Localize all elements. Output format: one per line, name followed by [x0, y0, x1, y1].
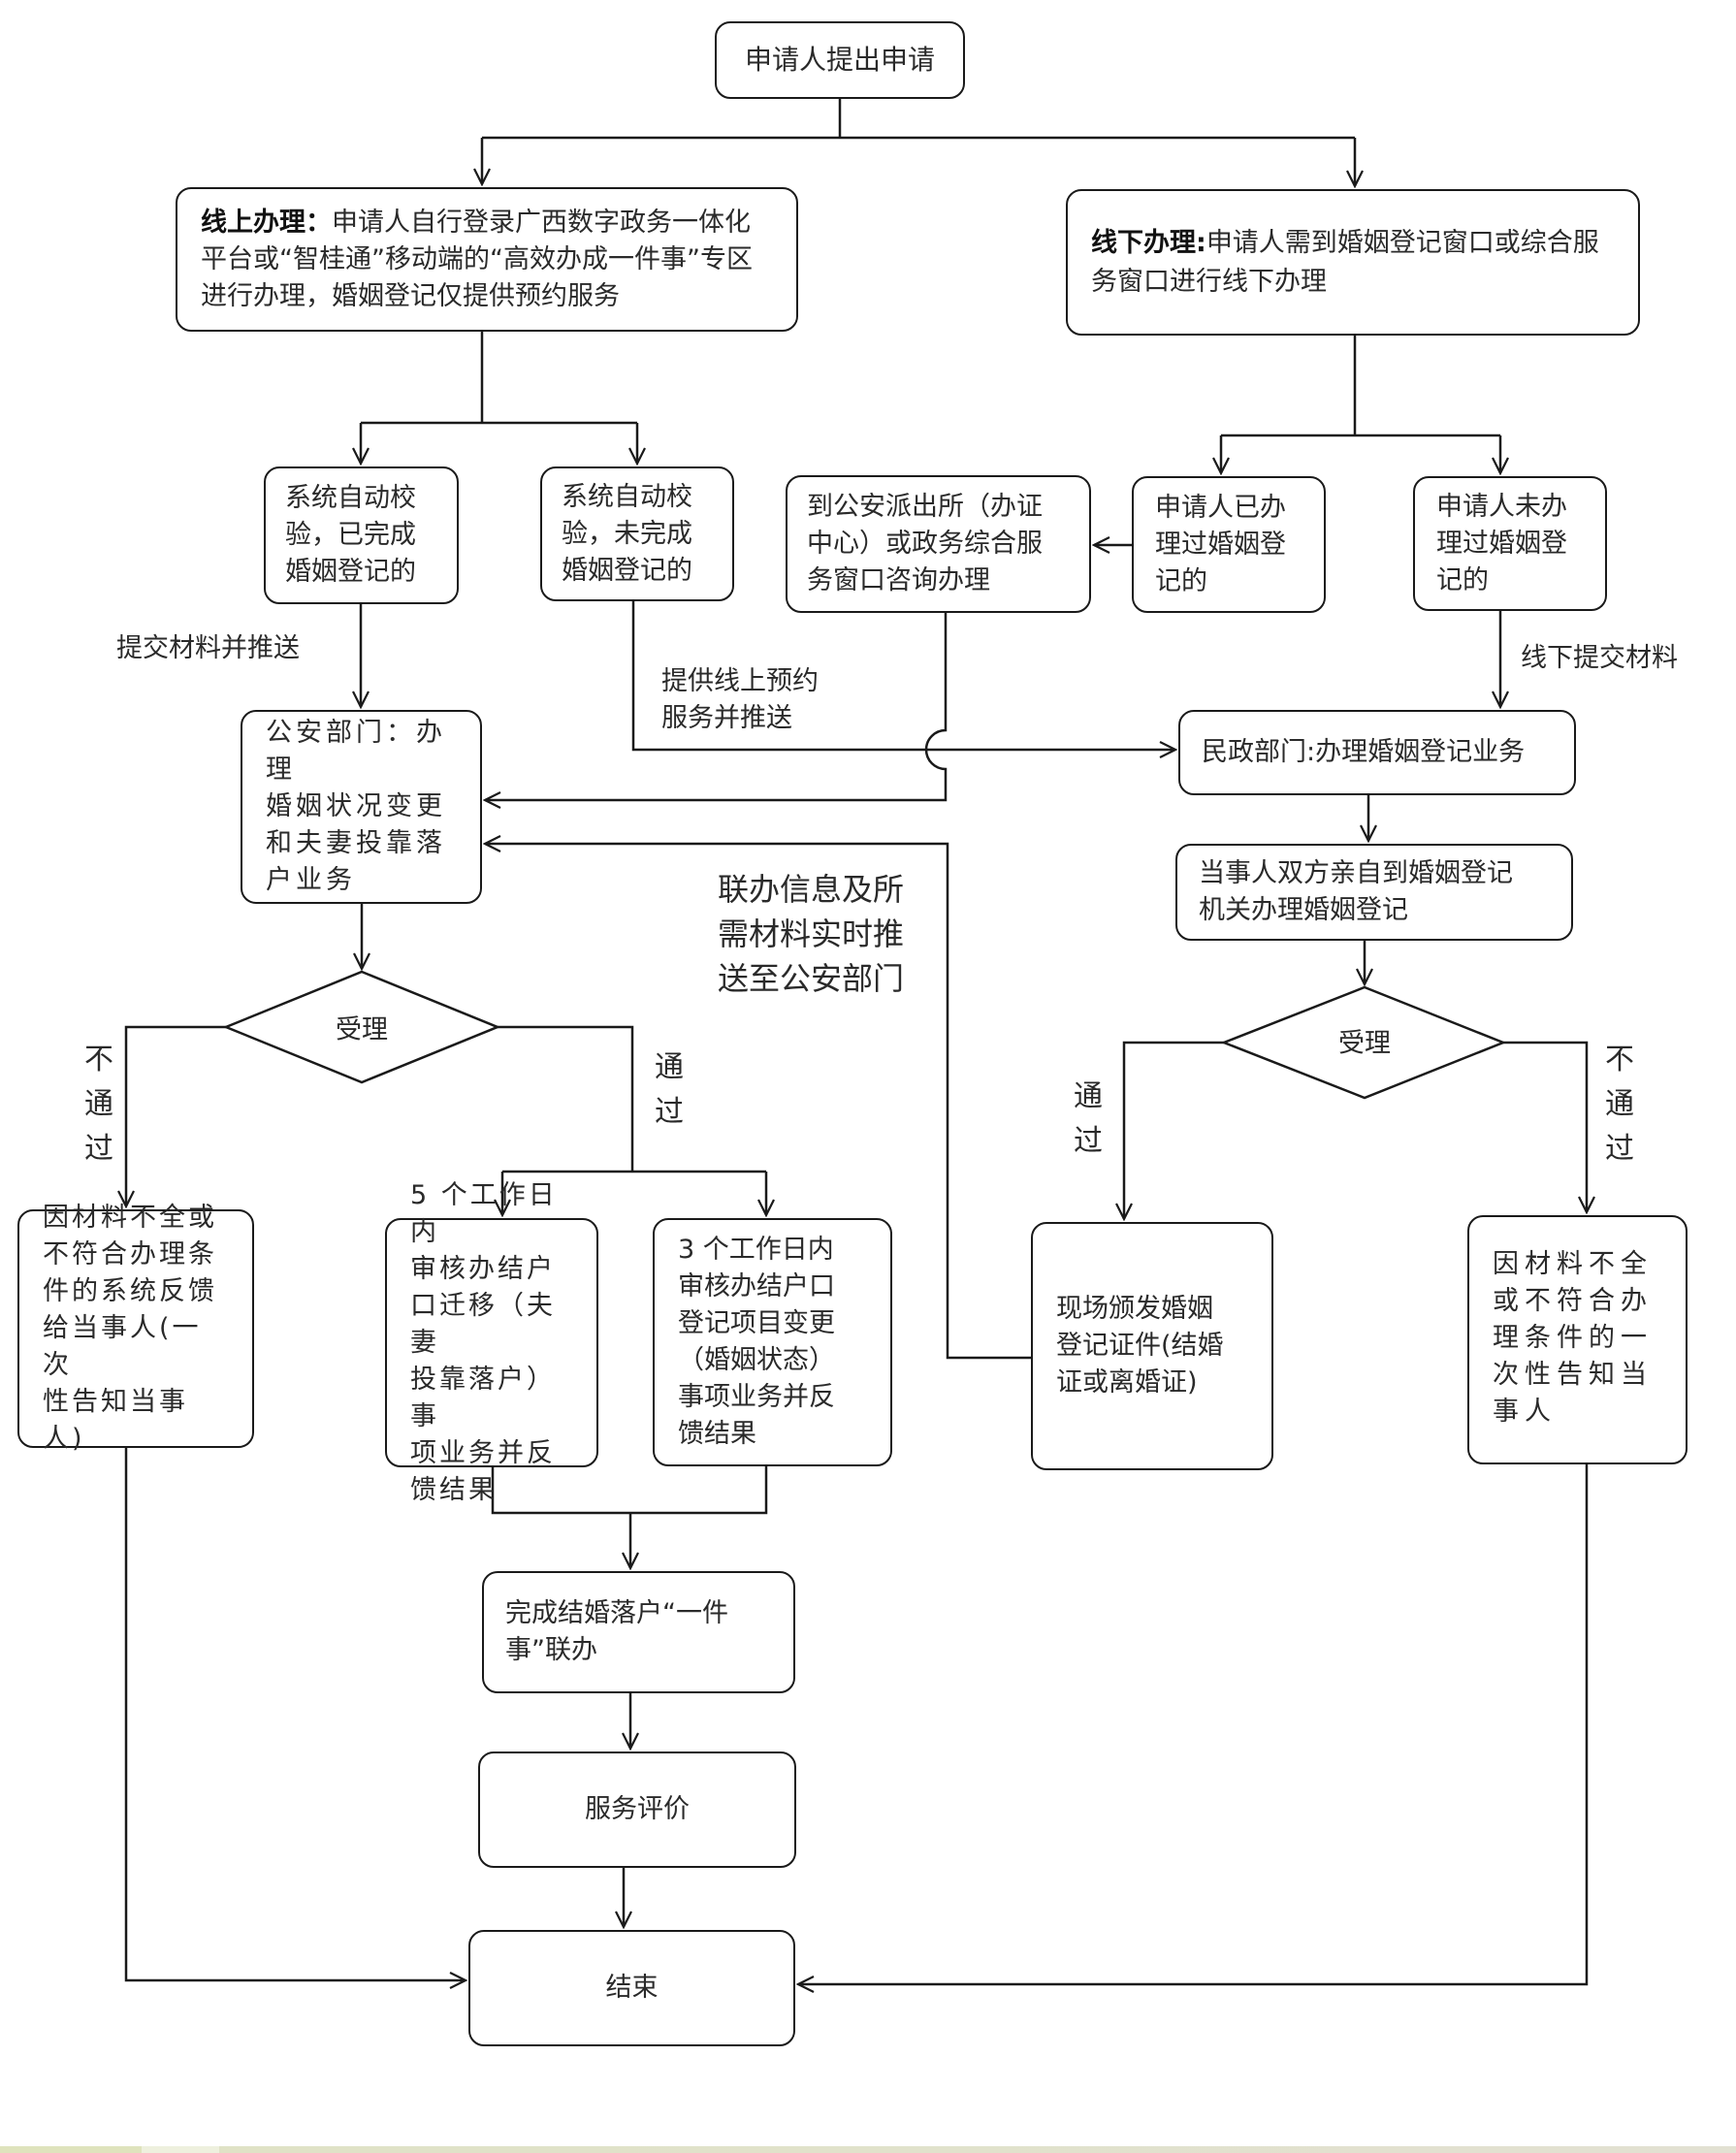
consult-police-label: 到公安派出所（办证 中心）或政务综合服 务窗口咨询办理 [807, 492, 1043, 595]
offline-process-node: 线下办理:申请人需到婚姻登记窗口或综合服务窗口进行线下办理 [1066, 189, 1640, 336]
auto-check-not-done-node: 系统自动校 验，未完成 婚姻登记的 [540, 466, 734, 601]
three-days-node: 3 个工作日内 审核办结户口 登记项目变更 （婚姻状态） 事项业务并反 馈结果 [653, 1218, 892, 1466]
online-process-body: 申请人自行登录广西数字政务一体化平台或“智桂通”移动端的“高效办成一件事”专区进… [201, 207, 753, 311]
applicant-registered-label: 申请人已办 理过婚姻登 记的 [1155, 492, 1286, 596]
auto-check-not-done-label: 系统自动校 验，未完成 婚姻登记的 [562, 481, 692, 586]
edge-label-realtime-push: 联办信息及所 需材料实时推 送至公安部门 [718, 871, 905, 997]
arrow-right-fail [1503, 1041, 1587, 1212]
decision-accept-right [1220, 985, 1507, 1100]
online-process-title: 线上办理： [201, 207, 332, 238]
three-days-label: 3 个工作日内 审核办结户口 登记项目变更 （婚姻状态） 事项业务并反 馈结果 [678, 1235, 835, 1449]
connector-start-split [482, 99, 1355, 140]
edge-label-online-booking: 提供线上预约 服务并推送 [661, 666, 819, 733]
applicant-registered-node: 申请人已办 理过婚姻登 记的 [1132, 476, 1326, 613]
auto-check-done-label: 系统自动校 验，已完成 婚姻登记的 [285, 483, 416, 587]
police-department-node: 公安部门：办理 婚姻状况变更 和夫妻投靠落 户业务 [241, 710, 482, 904]
complete-label: 完成结婚落户“一件 事”联办 [505, 1598, 728, 1665]
edge-label-left-pass: 通 过 [655, 1050, 684, 1129]
five-days-label: 5 个工作日内 审核办结户 口迁移（夫妻 投靠落户）事 项业务并反 馈结果 [410, 1179, 558, 1505]
five-days-node: 5 个工作日内 审核办结户 口迁移（夫妻 投靠落户）事 项业务并反 馈结果 [385, 1180, 598, 1505]
edge-label-submit-push: 提交材料并推送 [116, 633, 300, 663]
online-process-node: 线上办理：申请人自行登录广西数字政务一体化平台或“智桂通”移动端的“高效办成一件… [176, 187, 798, 332]
arrow-online-booking-to-civil [631, 601, 1175, 750]
both-parties-node: 当事人双方亲自到婚姻登记 机关办理婚姻登记 [1175, 844, 1573, 941]
start-node: 申请人提出申请 [715, 21, 965, 99]
reject-right-label: 因材料不全 或不符合办 理条件的一 次性告知当 事人 [1493, 1249, 1653, 1427]
applicant-not-registered-node: 申请人未办 理过婚姻登 记的 [1413, 476, 1607, 611]
arrow-right-pass [1124, 1041, 1224, 1219]
offline-process-title: 线下办理: [1091, 227, 1206, 258]
bottom-strip [0, 2146, 1736, 2153]
police-department-label: 公安部门：办理 婚姻状况变更 和夫妻投靠落 户业务 [266, 718, 446, 895]
connector-online-split [361, 332, 637, 425]
reject-left-node: 因材料不全或 不符合办理条 件的系统反馈 给当事人(一次 性告知当事人) [17, 1203, 254, 1454]
edge-label-left-fail: 不 通 过 [84, 1043, 113, 1166]
arrow-right-reject-to-end [798, 1464, 1589, 1984]
end-node: 结束 [468, 1930, 795, 2046]
evaluation-node: 服务评价 [478, 1751, 796, 1868]
arrow-left-reject-to-end [124, 1448, 466, 1980]
consult-police-node: 到公安派出所（办证 中心）或政务综合服 务窗口咨询办理 [786, 475, 1091, 613]
connector-left-pass [498, 1025, 766, 1173]
reject-left-label: 因材料不全或 不符合办理条 件的系统反馈 给当事人(一次 性告知当事人) [43, 1203, 217, 1454]
offline-process-body: 申请人需到婚姻登记窗口或综合服务窗口进行线下办理 [1091, 227, 1599, 297]
issue-certificate-node: 现场颁发婚姻 登记证件(结婚 证或离婚证) [1031, 1222, 1273, 1470]
reject-right-node: 因材料不全 或不符合办 理条件的一 次性告知当 事人 [1467, 1215, 1688, 1464]
start-node-label: 申请人提出申请 [744, 44, 935, 76]
arrow-left-fail [126, 1025, 226, 1206]
edge-label-offline-submit: 线下提交材料 [1521, 643, 1678, 673]
accept-left-label: 受理 [336, 1014, 388, 1045]
arrow-realtime-push-to-police [485, 844, 1031, 1360]
edge-label-right-fail: 不 通 过 [1605, 1043, 1634, 1166]
arrow-consult-to-police [485, 613, 948, 800]
decision-accept-left [222, 970, 501, 1084]
complete-node: 完成结婚落户“一件 事”联办 [482, 1571, 795, 1693]
auto-check-done-node: 系统自动校 验，已完成 婚姻登记的 [264, 466, 459, 604]
civil-affairs-label: 民政部门:办理婚姻登记业务 [1202, 737, 1526, 767]
end-label: 结束 [605, 1973, 659, 2003]
connector-offline-split [1221, 336, 1500, 437]
both-parties-label: 当事人双方亲自到婚姻登记 机关办理婚姻登记 [1199, 858, 1513, 925]
accept-right-label: 受理 [1338, 1028, 1391, 1059]
applicant-not-registered-label: 申请人未办 理过婚姻登 记的 [1436, 491, 1567, 595]
issue-certificate-label: 现场颁发婚姻 登记证件(结婚 证或离婚证) [1056, 1294, 1224, 1398]
civil-affairs-node: 民政部门:办理婚姻登记业务 [1178, 710, 1576, 795]
edge-label-right-pass: 通 过 [1074, 1079, 1103, 1158]
evaluation-label: 服务评价 [585, 1794, 690, 1824]
